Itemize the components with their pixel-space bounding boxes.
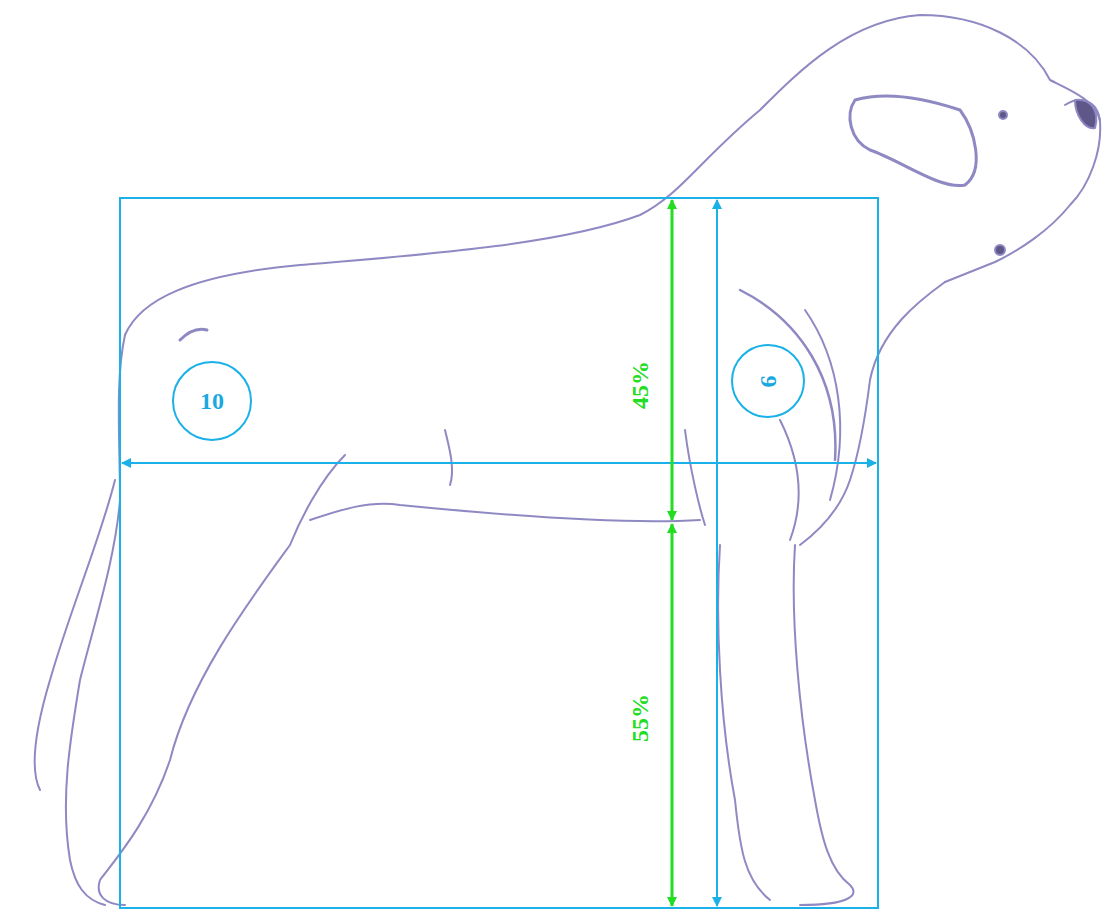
callout-number: 10 [200,388,224,415]
callout-number: 9 [755,375,782,387]
dimension-label: 45% [627,359,654,411]
callout-circle: 10 [172,361,252,441]
callout-circle: 9 [731,344,805,418]
dimension-label: 55% [627,692,654,744]
